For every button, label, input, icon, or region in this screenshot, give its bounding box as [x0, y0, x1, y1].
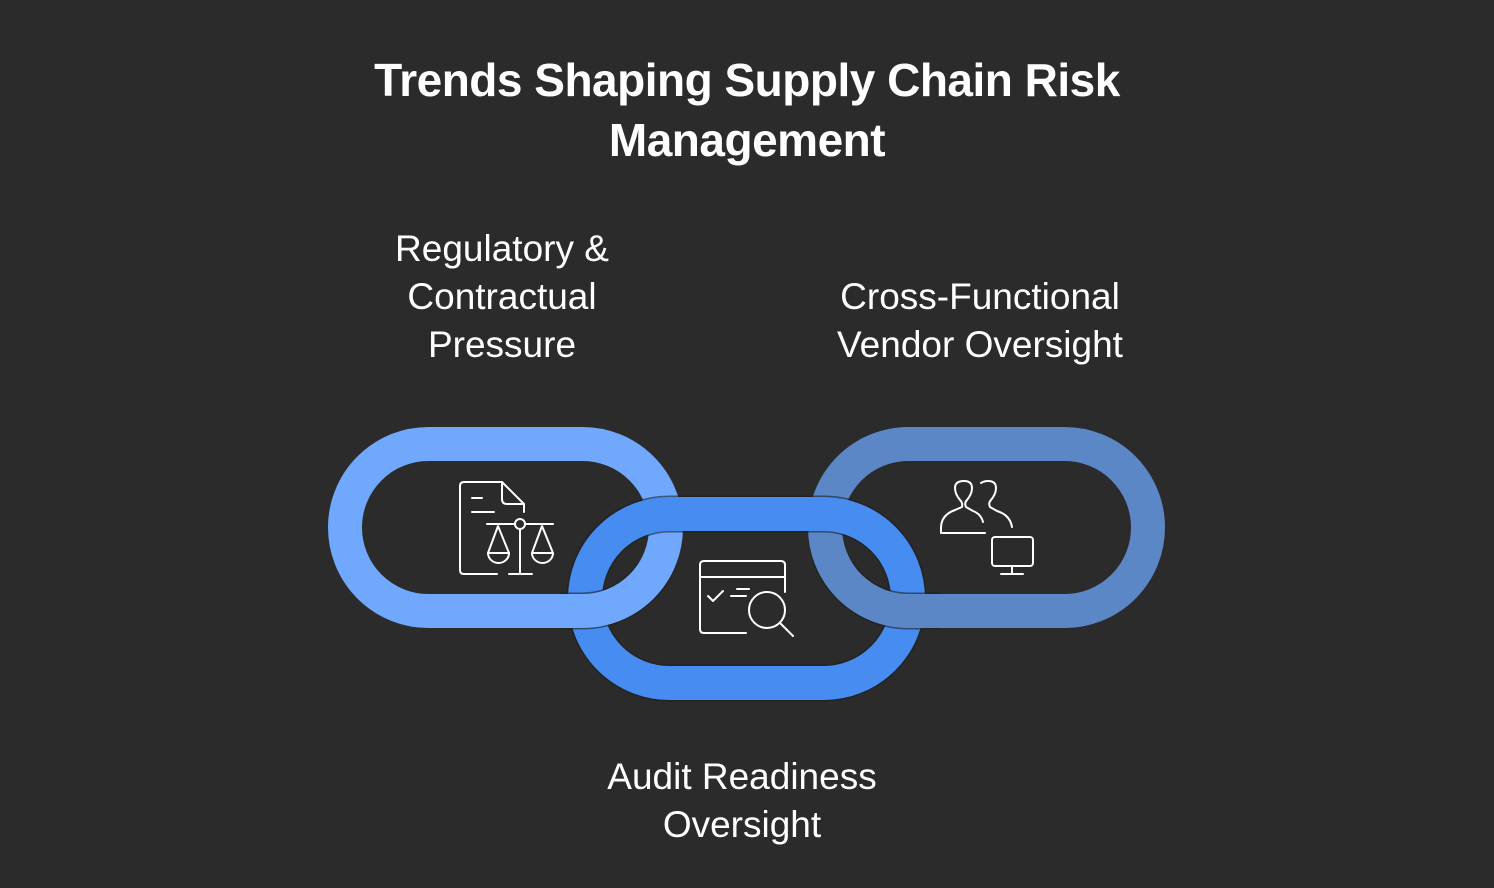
label-line: Pressure	[427, 324, 577, 365]
label-line: Audit Readiness	[607, 756, 877, 797]
checklist-magnifier-icon	[699, 560, 794, 637]
diagram-title: Trends Shaping Supply Chain Risk Managem…	[0, 50, 1494, 170]
label-cross-functional-oversight: Cross-Functional Vendor Oversight	[800, 273, 1160, 369]
document-scales-icon	[459, 481, 554, 575]
label-audit-readiness: Audit Readiness Oversight	[560, 753, 924, 849]
title-line-1: Trends Shaping Supply Chain Risk	[374, 54, 1120, 106]
label-line: Cross-Functional	[840, 276, 1120, 317]
label-line: Oversight	[662, 804, 822, 845]
title-line-2: Management	[608, 114, 886, 166]
label-regulatory-pressure: Regulatory & Contractual Pressure	[352, 225, 652, 369]
label-line: Vendor Oversight	[837, 324, 1123, 365]
label-line: Contractual	[407, 276, 597, 317]
users-monitor-icon	[940, 480, 1034, 575]
label-line: Regulatory &	[395, 228, 609, 269]
